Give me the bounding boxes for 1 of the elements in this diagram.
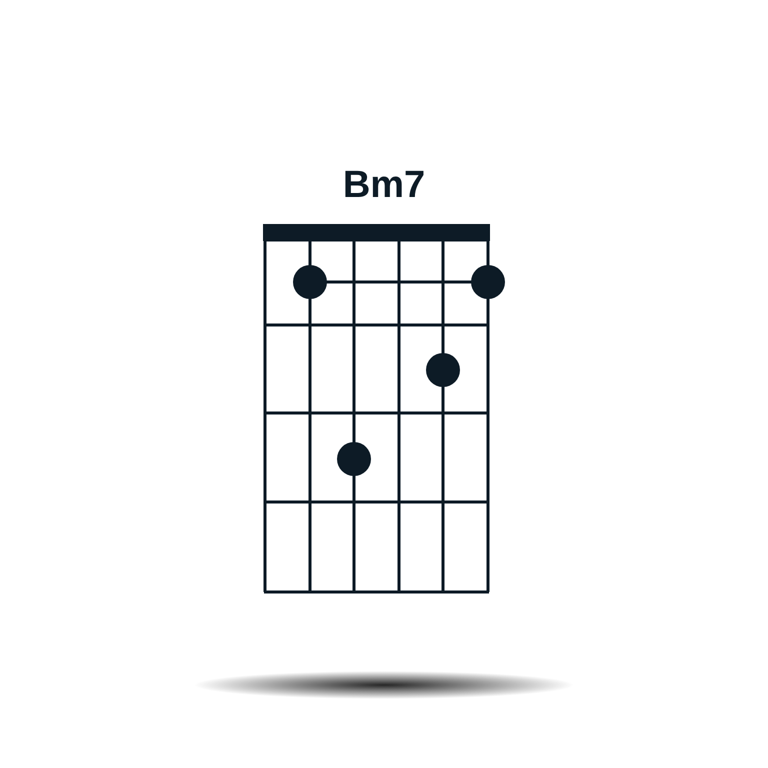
- chord-name: Bm7: [342, 164, 426, 207]
